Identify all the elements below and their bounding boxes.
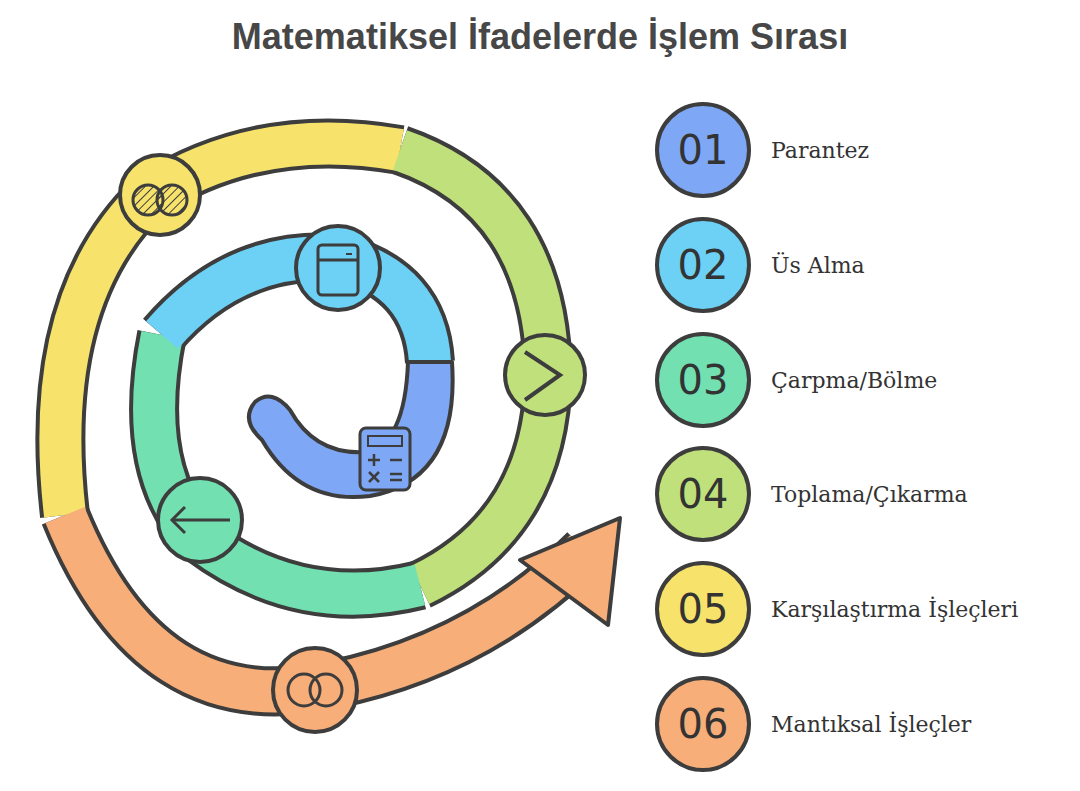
- step-number: 02: [678, 242, 729, 288]
- step-item: 04 Toplama/Çıkarma: [655, 446, 968, 542]
- step-circle: 05: [655, 561, 751, 657]
- step-circle: 02: [655, 217, 751, 313]
- step-label: Üs Alma: [771, 253, 865, 278]
- step-circle: 03: [655, 332, 751, 428]
- step-number: 05: [678, 586, 729, 632]
- step-item: 02 Üs Alma: [655, 217, 865, 313]
- step-label: Karşılaştırma İşleçleri: [771, 597, 1018, 622]
- step-item: 05 Karşılaştırma İşleçleri: [655, 561, 1018, 657]
- step-number: 03: [678, 357, 729, 403]
- step-number: 06: [678, 701, 729, 747]
- step-label: Parantez: [771, 138, 869, 163]
- step-number: 04: [678, 471, 729, 517]
- step-number: 01: [678, 127, 729, 173]
- step-circle: 01: [655, 102, 751, 198]
- step-circle: 04: [655, 446, 751, 542]
- step-item: 01 Parantez: [655, 102, 869, 198]
- step-circle: 06: [655, 676, 751, 772]
- step-item: 03 Çarpma/Bölme: [655, 332, 937, 428]
- step-label: Mantıksal İşleçler: [771, 712, 971, 737]
- step-label: Çarpma/Bölme: [771, 368, 937, 393]
- step-label: Toplama/Çıkarma: [771, 482, 968, 507]
- step-item: 06 Mantıksal İşleçler: [655, 676, 971, 772]
- diagram-title: Matematiksel İfadelerde İşlem Sırası: [0, 16, 1080, 58]
